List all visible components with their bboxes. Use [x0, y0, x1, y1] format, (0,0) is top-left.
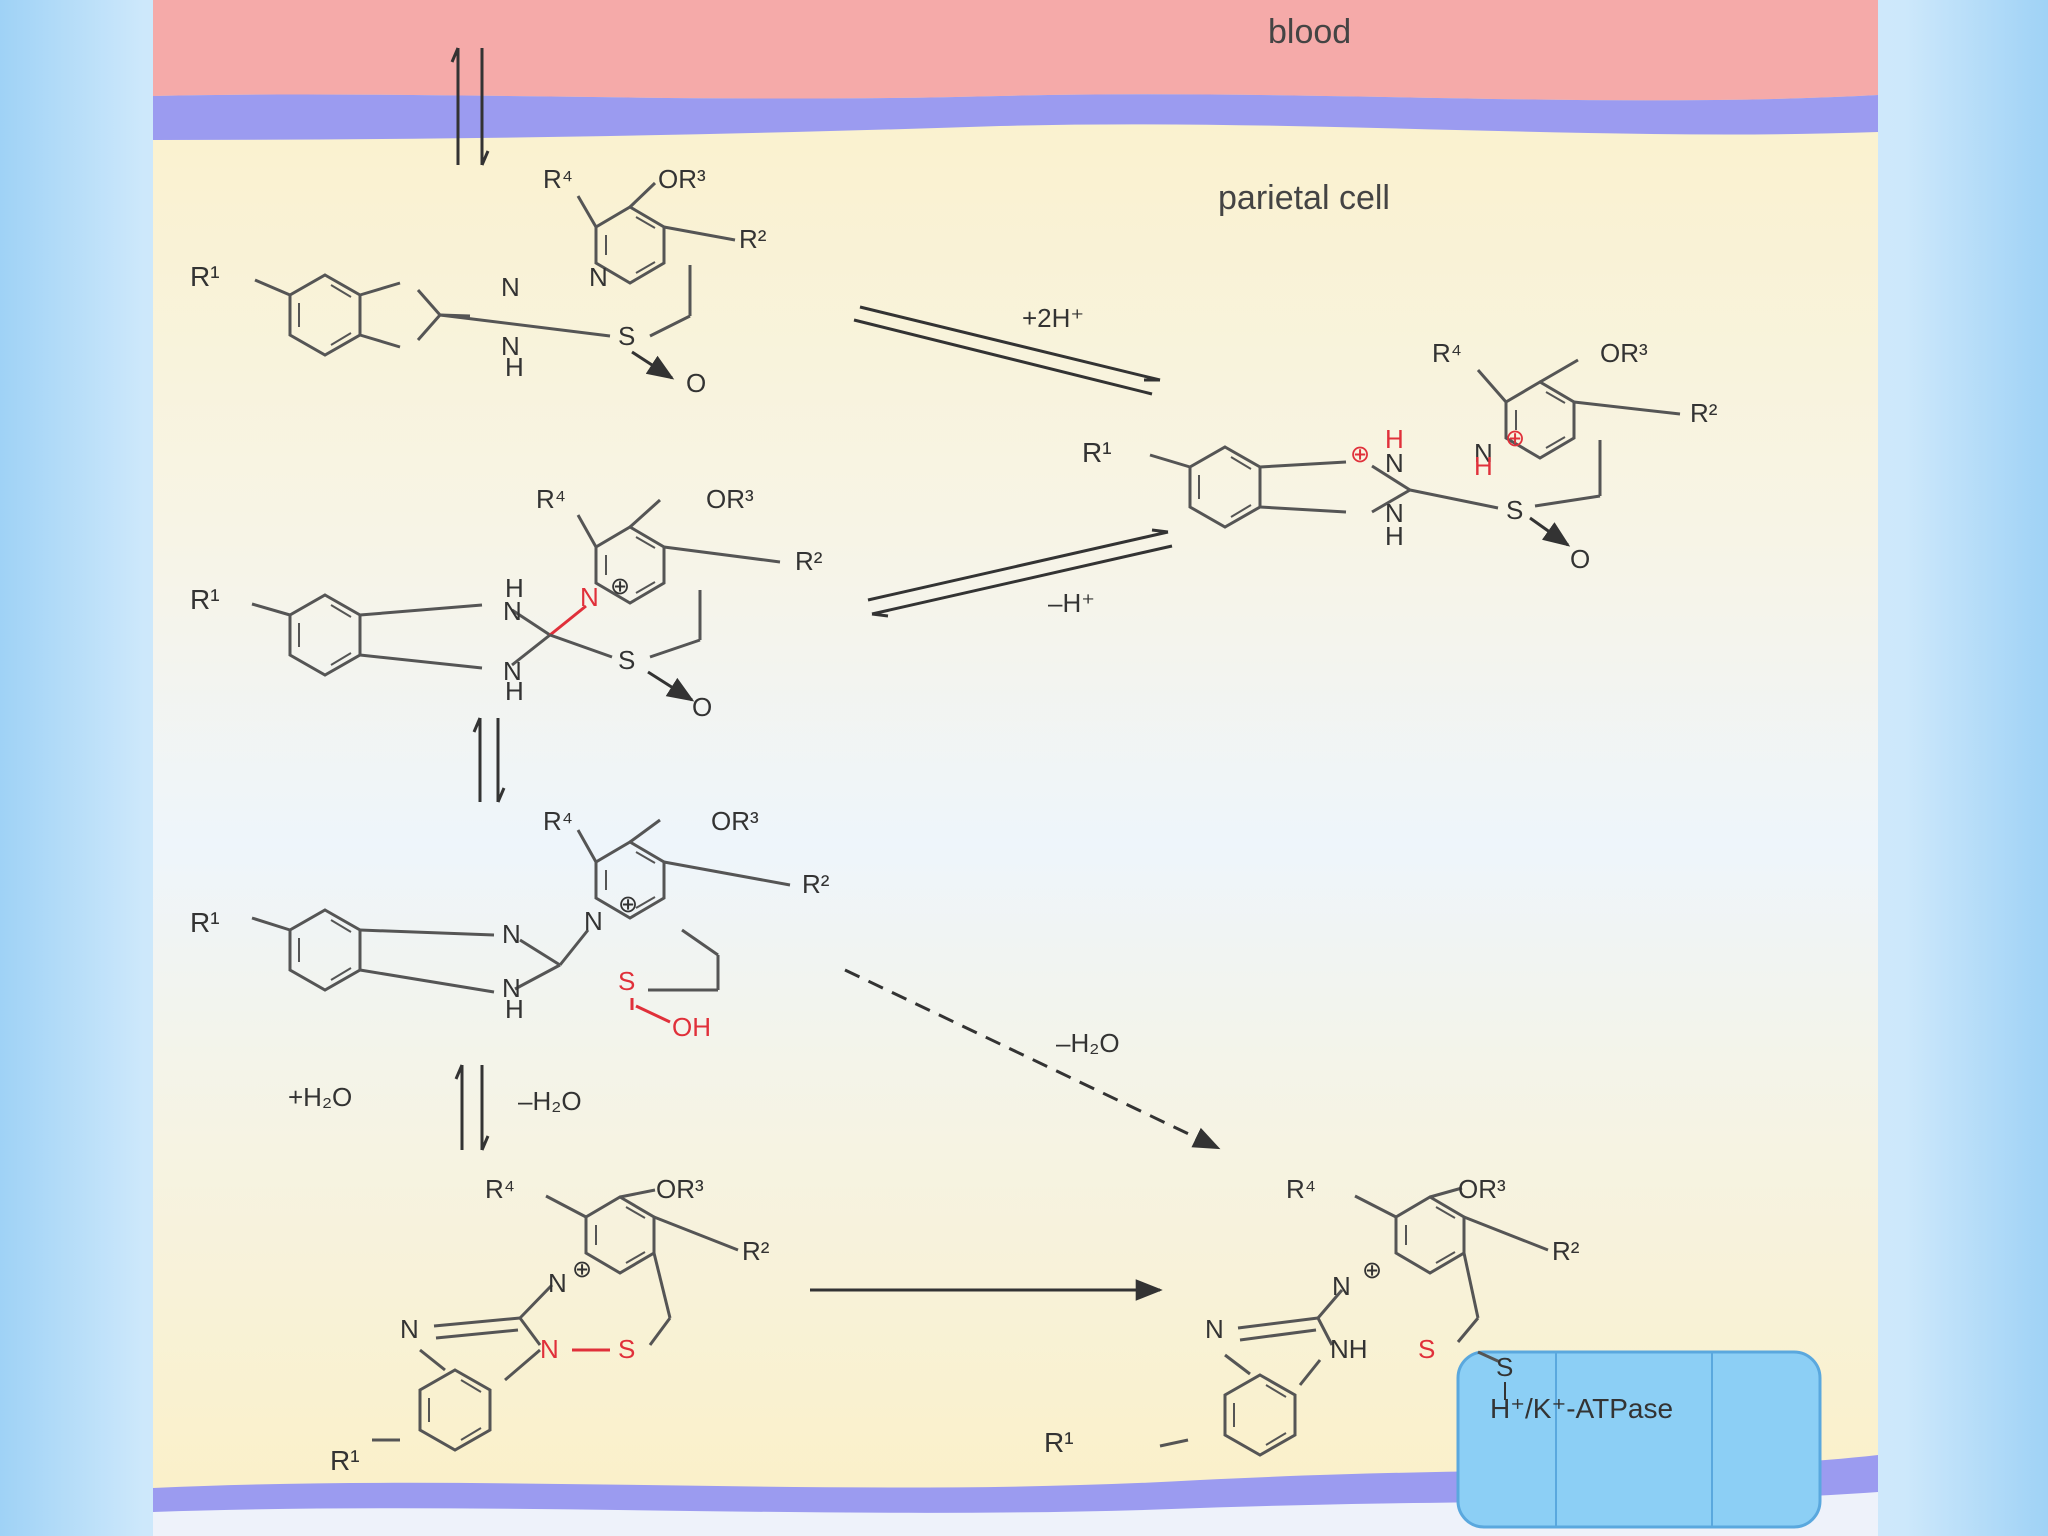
nitrogen-atom: N [540, 1334, 559, 1364]
parietal-cell-label: parietal cell [1218, 179, 1390, 217]
r4-group: R⁴ [543, 164, 573, 194]
oxygen-atom: O [686, 368, 706, 398]
sulfur-atom: S [618, 321, 635, 351]
diprotonated-structure: R¹ ⊕ H N N H N ⊕ H S O R⁴ OR³ R² [1082, 338, 1718, 574]
nitrogen-atom: N [501, 331, 520, 361]
hydrogen-atom: H [505, 676, 524, 706]
nitrogen-atom: N [503, 656, 522, 686]
hydroxyl-group: OH [672, 1012, 711, 1042]
r2-group: R² [802, 869, 830, 899]
hydrogen-atom: H [505, 573, 524, 603]
sulfur-atom: S [618, 966, 635, 996]
enzyme-bound-structure: N ⊕ N NH S S H⁺/K⁺-ATPase R¹ R⁴ OR³ R² [1044, 1174, 1673, 1458]
r2-group: R² [739, 224, 767, 254]
r1-group: R¹ [1082, 437, 1112, 468]
hydrogen-atom: H [505, 352, 524, 382]
cytoplasm-panel [153, 0, 1878, 1536]
oxygen-atom: O [1570, 544, 1590, 574]
nitrogen-atom: N [580, 582, 599, 612]
r1-group: R¹ [190, 907, 220, 938]
sulfur-atom: S [1506, 495, 1523, 525]
or3-group: OR³ [706, 484, 754, 514]
positive-charge: ⊕ [1362, 1257, 1382, 1284]
blood-cell-equilibrium-arrow [450, 47, 490, 166]
nitrogen-atom: N [1474, 438, 1493, 468]
r2-group: R² [1552, 1236, 1580, 1266]
nitrogen-atom: N [502, 973, 521, 1003]
positive-charge: ⊕ [1505, 425, 1525, 452]
r1-group: R¹ [190, 261, 220, 292]
hydration-equilibrium-arrow [454, 1064, 490, 1151]
r4-group: R⁴ [1286, 1174, 1316, 1204]
spiro-equilibrium-arrow [472, 717, 506, 803]
enzyme-thiol-sulfur: S [1496, 1352, 1513, 1382]
enzyme-block [1456, 1350, 1822, 1529]
r1-group: R¹ [190, 584, 220, 615]
nitrogen-atom: N [1332, 1271, 1351, 1301]
hydrogen-atom: H [505, 994, 524, 1024]
sulfur-atom: S [618, 1334, 635, 1364]
nitrogen-atom: N [503, 596, 522, 626]
sulfur-atom: S [1418, 1334, 1435, 1364]
r1-group: R¹ [1044, 1427, 1074, 1458]
enzyme-label: H⁺/K⁺-ATPase [1490, 1393, 1673, 1424]
sulfenamide-structure: N ⊕ N N S R¹ R⁴ OR³ R² [330, 1174, 770, 1476]
sulfur-atom: S [618, 645, 635, 675]
r4-group: R⁴ [485, 1174, 515, 1204]
blood-label: blood [1268, 13, 1351, 51]
dehydration-condition: –H₂O [518, 1086, 582, 1116]
direct-dehydration-arrow [844, 968, 1221, 1150]
nh-group: NH [1330, 1334, 1368, 1364]
or3-group: OR³ [1458, 1174, 1506, 1204]
r2-group: R² [1690, 398, 1718, 428]
prodrug-structure: R¹ N N H S O N R⁴ OR³ R² [190, 164, 767, 398]
nitrogen-atom: N [584, 906, 603, 936]
r2-group: R² [795, 546, 823, 576]
nitrogen-atom: N [1385, 498, 1404, 528]
positive-charge: ⊕ [572, 1256, 592, 1283]
positive-charge: ⊕ [1350, 441, 1370, 468]
r4-group: R⁴ [1432, 338, 1462, 368]
nitrogen-atom: N [548, 1268, 567, 1298]
or3-group: OR³ [711, 806, 759, 836]
membrane-top [153, 94, 1878, 140]
nitrogen-atom: N [501, 272, 520, 302]
positive-charge: ⊕ [618, 891, 638, 918]
or3-group: OR³ [1600, 338, 1648, 368]
deprotonation-arrow [867, 528, 1173, 618]
nitrogen-atom: N [502, 919, 521, 949]
blood-region [153, 0, 1878, 101]
r1-group: R¹ [330, 1445, 360, 1476]
spiro-intermediate-structure: R¹ H N N H N ⊕ S O R⁴ OR³ R² [190, 484, 823, 722]
hydrogen-atom: H [1474, 451, 1493, 481]
protonation-condition: +2H⁺ [1022, 303, 1084, 333]
r4-group: R⁴ [543, 806, 573, 836]
protonation-arrow [853, 305, 1161, 396]
bottom-fade [153, 1492, 1878, 1536]
nitrogen-atom: N [589, 262, 608, 292]
nitrogen-atom: N [400, 1314, 419, 1344]
direct-dehydration-condition: –H₂O [1056, 1028, 1120, 1058]
nitrogen-atom: N [1385, 448, 1404, 478]
or3-group: OR³ [656, 1174, 704, 1204]
hydrogen-atom: H [1385, 521, 1404, 551]
r2-group: R² [742, 1236, 770, 1266]
nitrogen-atom: N [1205, 1314, 1224, 1344]
oxygen-atom: O [692, 692, 712, 722]
hydrogen-atom: H [1385, 424, 1404, 454]
or3-group: OR³ [658, 164, 706, 194]
hydration-condition: +H₂O [288, 1082, 352, 1112]
sulfenic-acid-structure: R¹ N N H N ⊕ S OH R⁴ OR³ R² [190, 806, 830, 1042]
deprotonation-condition: –H⁺ [1048, 588, 1095, 618]
positive-charge: ⊕ [610, 573, 630, 600]
r4-group: R⁴ [536, 484, 566, 514]
